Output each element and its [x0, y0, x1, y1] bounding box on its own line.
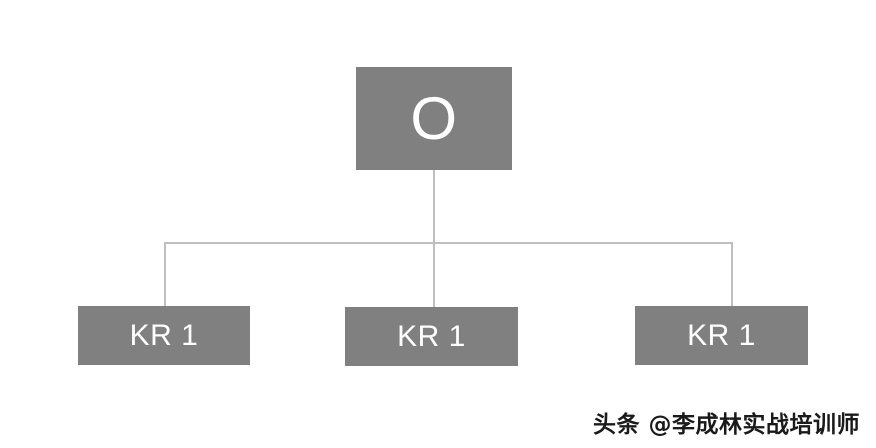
- node-objective[interactable]: O: [356, 67, 512, 170]
- node-key-result-1-label: KR 1: [129, 318, 199, 352]
- node-key-result-2-label: KR 1: [397, 319, 466, 353]
- node-key-result-2[interactable]: KR 1: [345, 307, 518, 366]
- node-key-result-3-label: KR 1: [687, 318, 756, 352]
- node-key-result-1[interactable]: KR 1: [78, 306, 250, 365]
- connector-objective-trunk: [433, 170, 435, 244]
- connector-drop-kr-1: [164, 242, 166, 308]
- node-key-result-3[interactable]: KR 1: [635, 306, 808, 365]
- connector-horizontal-bar: [164, 242, 733, 244]
- connector-drop-kr-3: [731, 242, 733, 308]
- watermark: 头条 @李成林实战培训师: [592, 412, 860, 438]
- connector-drop-kr-2: [433, 242, 435, 308]
- node-objective-label: O: [410, 84, 458, 152]
